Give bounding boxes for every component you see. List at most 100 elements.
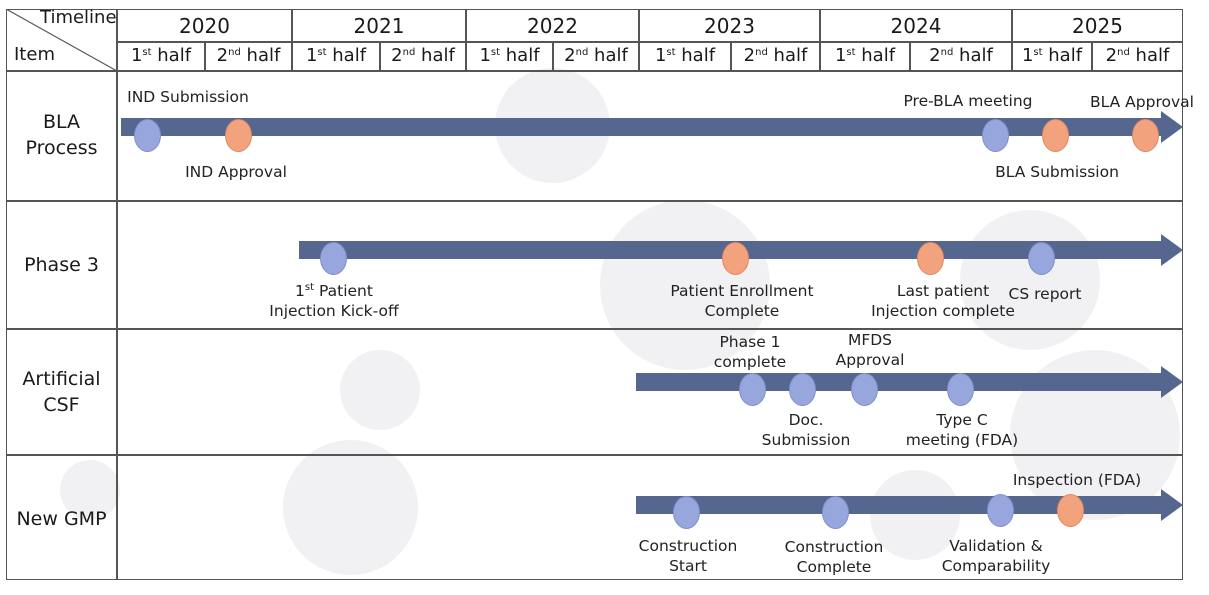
half-cell: [1092, 42, 1183, 71]
background-circle: [600, 200, 770, 370]
milestone-label: Complete: [704, 302, 780, 320]
first-half-label: 1st half: [466, 45, 553, 66]
half-number: 1: [305, 45, 318, 66]
half-ordinal-suffix: st: [490, 47, 501, 58]
milestone-marker-blue: [133, 118, 161, 152]
half-word: half: [326, 45, 367, 66]
half-word: half: [415, 45, 455, 66]
background-circle: [60, 460, 120, 520]
row-label: BLA: [42, 111, 81, 133]
half-word: half: [151, 45, 192, 66]
year-cell: [639, 9, 820, 42]
timeline-bar: [121, 118, 1163, 136]
second-half-label: 2nd half: [731, 45, 820, 66]
half-number: 2: [391, 45, 403, 66]
row-label-cell: [6, 201, 117, 329]
half-cell: [380, 42, 466, 71]
milestone-marker-orange: [1056, 493, 1084, 527]
year-cell: [466, 9, 639, 42]
half-word: half: [240, 45, 281, 66]
row-label: Phase 3: [24, 254, 99, 276]
milestone-marker-orange: [1041, 118, 1069, 152]
half-number: 2: [743, 45, 756, 66]
half-ordinal-suffix: nd: [575, 47, 589, 58]
milestone-label: Doc.: [788, 411, 824, 429]
half-ordinal-suffix: st: [142, 47, 152, 58]
half-number: 1: [1021, 45, 1034, 66]
milestone-label: IND Approval: [185, 163, 287, 181]
row-label: New GMP: [16, 508, 107, 530]
half-cell: [466, 42, 553, 71]
half-number: 1: [479, 45, 491, 66]
milestone-marker-blue: [946, 372, 974, 406]
timeline-header-label: Timeline: [40, 7, 117, 28]
year-label: 2025: [1072, 14, 1123, 38]
half-ordinal-suffix: st: [846, 47, 856, 58]
half-ordinal-suffix: nd: [228, 47, 241, 58]
background-circle: [870, 470, 960, 560]
milestone-marker-blue: [738, 372, 766, 406]
half-word: half: [500, 45, 540, 66]
milestone-label: Start: [669, 557, 707, 575]
milestone-marker-blue: [672, 495, 700, 529]
half-number: 2: [564, 45, 576, 66]
milestone-label: Comparability: [941, 557, 1051, 575]
year-label: 2024: [890, 14, 942, 38]
first-half-label: 1st half: [117, 45, 205, 66]
second-half-label: 2nd half: [205, 45, 292, 66]
year-label: 2022: [527, 14, 578, 38]
half-word: half: [1042, 45, 1083, 66]
row-label: Artificial: [22, 368, 101, 390]
milestone-marker-blue: [788, 372, 816, 406]
half-word: half: [588, 45, 628, 66]
half-cell: [117, 42, 205, 71]
first-half-label: 1st half: [820, 45, 910, 66]
milestone-label: Injection complete: [871, 302, 1015, 320]
half-word: half: [855, 45, 896, 66]
milestone-label: Pre-BLA meeting: [903, 92, 1033, 110]
timeline-bar: [636, 373, 1163, 391]
half-ordinal-suffix: st: [666, 47, 676, 58]
second-half-label: 2nd half: [553, 45, 639, 66]
half-number: 2: [1105, 45, 1118, 66]
half-cell: [205, 42, 292, 71]
second-half-label: 2nd half: [1092, 45, 1183, 66]
row-label-cell: [6, 455, 117, 580]
milestone-label: Construction: [784, 538, 884, 556]
first-half-label: 1st half: [639, 45, 731, 66]
milestone-marker-orange: [1131, 118, 1159, 152]
year-label: 2023: [704, 14, 755, 38]
milestone-marker-blue: [850, 372, 878, 406]
half-ordinal-suffix: nd: [755, 47, 768, 58]
milestone-label: BLA Submission: [995, 163, 1119, 181]
background-circle: [960, 210, 1100, 350]
milestone-marker-orange: [224, 118, 252, 152]
half-number: 2: [929, 45, 941, 66]
milestone-marker-blue: [821, 495, 849, 529]
half-cell: [292, 42, 380, 71]
milestone-marker-orange: [721, 241, 749, 275]
half-word: half: [767, 45, 808, 66]
half-cell: [910, 42, 1012, 71]
half-ordinal-suffix: nd: [402, 47, 416, 58]
milestone-label: Approval: [835, 351, 905, 369]
year-cell: [820, 9, 1012, 42]
milestone-label: Phase 1: [719, 333, 781, 351]
half-number: 1: [654, 45, 667, 66]
ordinal-number: 1: [295, 282, 305, 300]
half-ordinal-suffix: st: [317, 47, 327, 58]
milestone-marker-orange: [916, 241, 944, 275]
half-number: 1: [130, 45, 143, 66]
milestone-marker-blue: [986, 493, 1014, 527]
first-half-label: 1st half: [1012, 45, 1092, 66]
milestone-marker-blue: [319, 241, 347, 275]
timeline-arrowhead: [1161, 111, 1183, 143]
half-cell: [820, 42, 910, 71]
milestone-marker-blue: [981, 118, 1009, 152]
row-label: CSF: [43, 394, 80, 416]
half-word: half: [1129, 45, 1170, 66]
milestone-label: Validation &: [949, 537, 1043, 555]
row-label-cell: [6, 329, 117, 455]
year-label: 2021: [353, 14, 405, 38]
milestone-label: Last patient: [896, 282, 990, 300]
